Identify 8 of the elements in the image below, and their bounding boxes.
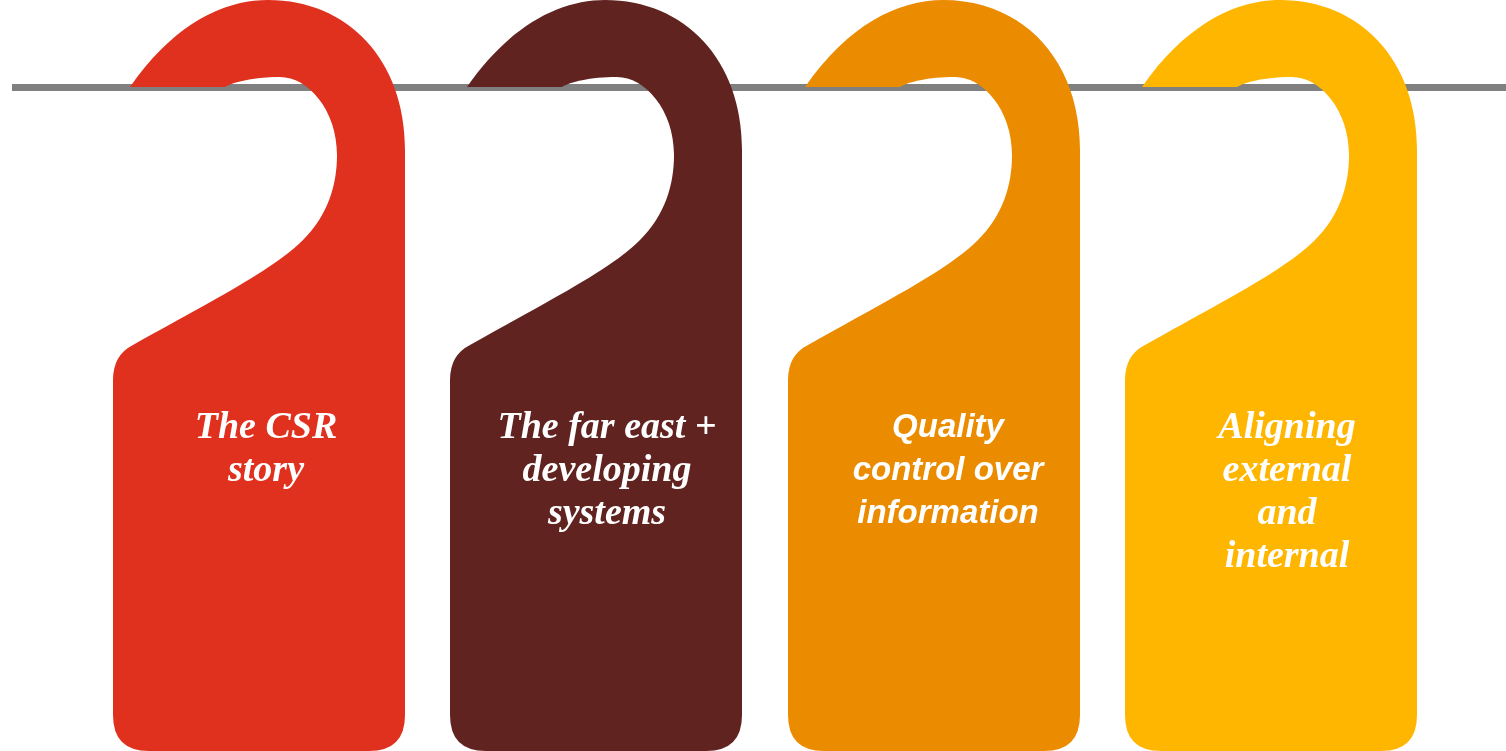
door-hanger xyxy=(113,0,405,751)
door-hanger xyxy=(788,0,1080,751)
hanger-label: Quality control over information xyxy=(851,406,1046,532)
hanger-label: The CSR story xyxy=(193,404,339,490)
door-hanger xyxy=(450,0,742,751)
door-hanger xyxy=(1125,0,1417,751)
hanger-label: Aligning external and internal xyxy=(1215,404,1357,576)
hanger-label: The far east + developing systems xyxy=(496,404,718,533)
